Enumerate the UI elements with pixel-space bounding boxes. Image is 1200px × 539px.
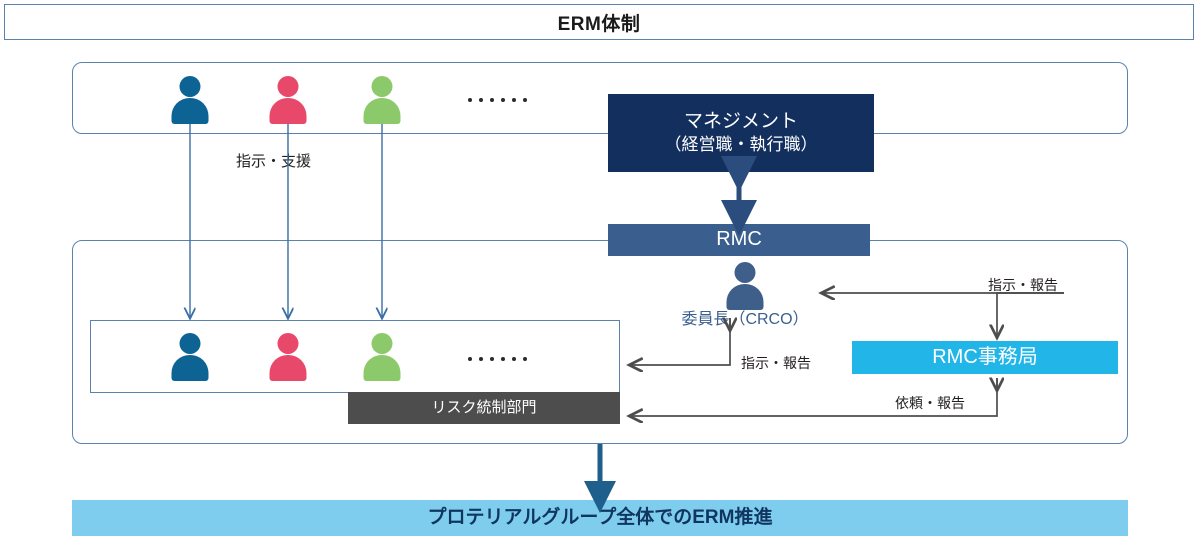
mid-ellipsis-icon — [468, 357, 527, 361]
middle-organization-panel — [72, 240, 1128, 444]
top-person-pink — [268, 76, 308, 124]
rmc-secretariat-box: RMC事務局 — [852, 341, 1118, 374]
person-head-icon — [277, 333, 299, 354]
chairman-person-icon — [725, 262, 765, 310]
mid-person-green — [362, 333, 402, 381]
person-body-icon — [171, 355, 209, 381]
mid-person-pink — [268, 333, 308, 381]
person-body-icon — [726, 284, 764, 310]
person-head-icon — [371, 333, 393, 354]
top-person-blue — [170, 76, 210, 124]
person-head-icon — [734, 262, 756, 283]
person-head-icon — [277, 76, 299, 97]
label-request-report: 依頼・報告 — [895, 395, 965, 411]
label-instruction-support: 指示・支援 — [236, 153, 312, 170]
chairman-caption: 委員長（CRCO） — [681, 311, 809, 328]
person-body-icon — [269, 355, 307, 381]
label-instruction-report-secretariat: 指示・報告 — [988, 277, 1058, 293]
person-body-icon — [269, 98, 307, 124]
risk-control-department-box: リスク統制部門 — [348, 392, 620, 424]
person-head-icon — [179, 76, 201, 97]
label-instruction-report-crco: 指示・報告 — [741, 355, 811, 371]
person-body-icon — [171, 98, 209, 124]
top-person-green — [362, 76, 402, 124]
person-head-icon — [371, 76, 393, 97]
person-body-icon — [363, 98, 401, 124]
rmc-box: RMC — [608, 224, 870, 256]
mid-person-blue — [170, 333, 210, 381]
top-organization-panel — [72, 62, 1128, 134]
person-body-icon — [363, 355, 401, 381]
management-label-line2: （経営職・執行職） — [664, 135, 818, 155]
page-title: ERM体制 — [557, 13, 641, 35]
person-head-icon — [179, 333, 201, 354]
erm-promotion-banner: プロテリアルグループ全体でのERM推進 — [72, 500, 1128, 536]
management-box: マネジメント （経営職・執行職） — [608, 94, 874, 172]
top-ellipsis-icon — [468, 98, 527, 102]
management-label-line1: マネジメント — [683, 110, 798, 132]
diagram-title-bar: ERM体制 — [4, 4, 1194, 40]
